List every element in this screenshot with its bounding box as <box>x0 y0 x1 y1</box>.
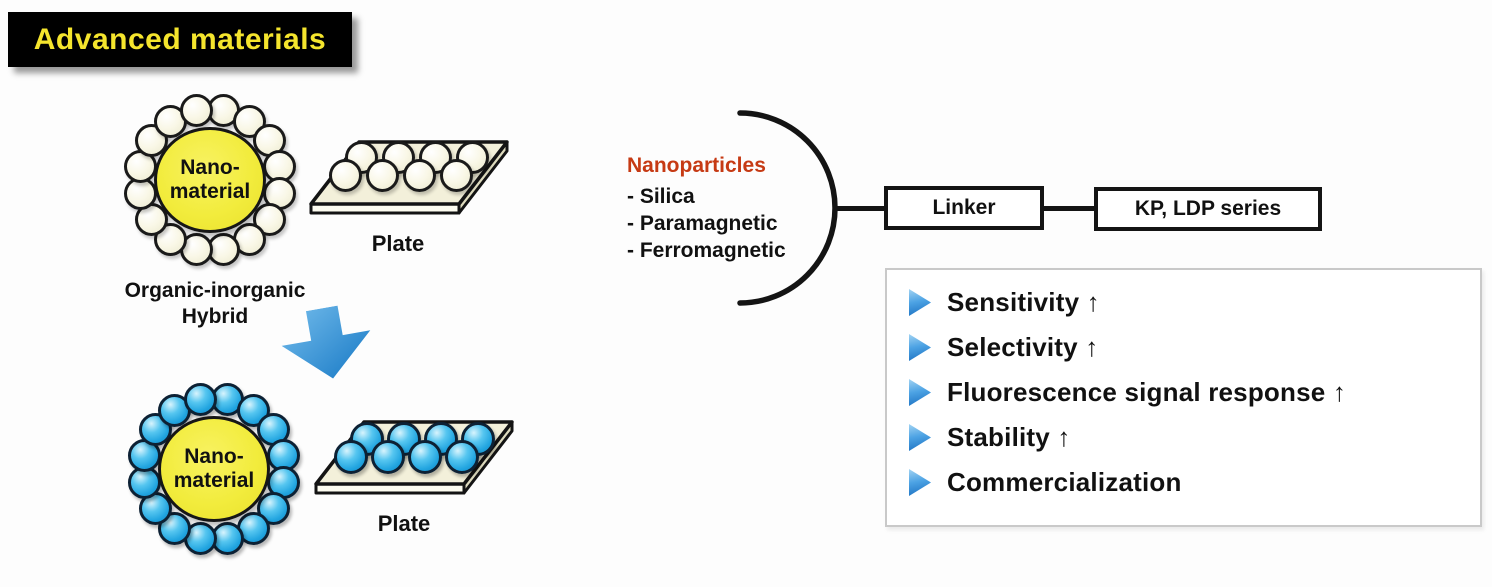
triangle-bullet-icon <box>909 289 931 316</box>
nanoparticle-type: - Ferromagnetic <box>627 239 786 262</box>
benefit-item: Stability ↑ <box>909 415 1480 460</box>
plate-label-top: Plate <box>371 231 425 256</box>
core-label-line1: Nano- <box>180 156 240 179</box>
series-box: KP, LDP series <box>1094 187 1322 231</box>
particle-sphere <box>403 159 436 192</box>
particle-sphere <box>252 202 286 236</box>
caption-line2: Hybrid <box>181 305 249 328</box>
core-label-line2: material <box>173 469 255 492</box>
down-arrow-icon <box>281 305 371 379</box>
particle-sphere <box>232 104 266 138</box>
linker-box: Linker <box>884 186 1044 230</box>
particle-sphere <box>440 159 473 192</box>
organic-hybrid-ring: Nano- material <box>121 91 299 269</box>
nanoparticles-heading: Nanoparticles <box>627 154 766 177</box>
plate-top-figure <box>307 138 512 218</box>
particle-sphere <box>366 159 399 192</box>
page-title: Advanced materials <box>33 22 327 56</box>
benefits-panel: Sensitivity ↑ Selectivity ↑ Fluorescence… <box>885 268 1482 527</box>
nano-hybrid-ring: Nano- material <box>125 380 303 558</box>
benefit-label: Stability ↑ <box>947 422 1071 452</box>
plate-label-bottom: Plate <box>377 511 431 536</box>
arc-bracket <box>737 110 838 306</box>
core-label-line2: material <box>169 180 251 203</box>
particle-sphere <box>334 440 368 474</box>
benefit-item: Selectivity ↑ <box>909 325 1480 370</box>
particle-sphere <box>179 93 213 127</box>
nanoparticle-type: - Paramagnetic <box>627 212 778 235</box>
nanoparticle-type: - Silica <box>627 185 695 208</box>
connector-line <box>1042 206 1096 211</box>
triangle-bullet-icon <box>909 334 931 361</box>
particle-sphere <box>371 440 405 474</box>
benefit-label: Selectivity ↑ <box>947 332 1099 362</box>
particle-sphere <box>256 491 290 525</box>
particle-sphere <box>207 233 241 267</box>
benefit-label: Fluorescence signal response ↑ <box>947 377 1347 407</box>
particle-sphere <box>329 159 362 192</box>
nanomaterial-core: Nano- material <box>158 416 270 522</box>
particle-sphere <box>267 438 301 472</box>
benefit-item: Sensitivity ↑ <box>909 280 1480 325</box>
particle-sphere <box>408 440 442 474</box>
series-label: KP, LDP series <box>1134 197 1282 220</box>
connector-line <box>835 206 885 211</box>
plate-bottom-figure <box>312 418 517 498</box>
caption-line1: Organic-inorganic <box>124 279 306 302</box>
linker-label: Linker <box>932 196 996 219</box>
triangle-bullet-icon <box>909 424 931 451</box>
benefit-label: Commercialization <box>947 467 1182 497</box>
particle-sphere <box>445 440 479 474</box>
triangle-bullet-icon <box>909 379 931 406</box>
benefit-item: Fluorescence signal response ↑ <box>909 370 1480 415</box>
nanoparticles-block: Nanoparticles - Silica - Paramagnetic - … <box>627 154 786 264</box>
title-banner: Advanced materials <box>8 12 352 67</box>
benefit-label: Sensitivity ↑ <box>947 287 1100 317</box>
triangle-bullet-icon <box>909 469 931 496</box>
core-label-line1: Nano- <box>184 445 244 468</box>
particle-sphere <box>183 382 217 416</box>
benefit-item: Commercialization <box>909 460 1480 505</box>
organic-hybrid-caption: Organic-inorganic Hybrid <box>95 278 335 330</box>
particle-sphere <box>267 466 301 500</box>
nanomaterial-core: Nano- material <box>154 127 266 233</box>
